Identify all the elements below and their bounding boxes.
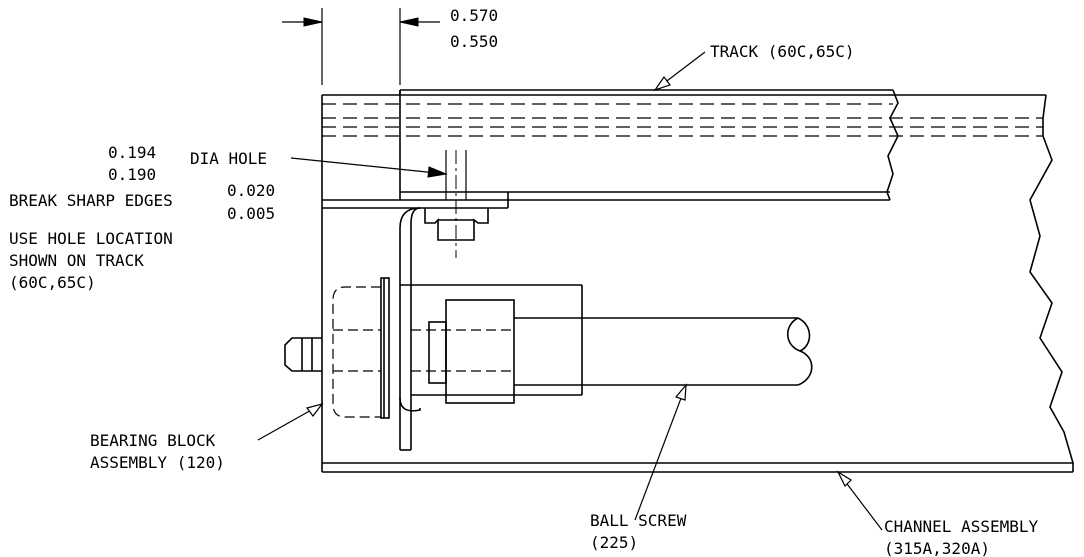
hole-location-line3: (60C,65C) xyxy=(9,273,96,292)
shaft-stub xyxy=(284,337,322,372)
hole-callout: 0.194 0.190 DIA HOLE xyxy=(108,143,448,184)
break-edges-lower: 0.005 xyxy=(227,204,275,223)
bearing-bracket xyxy=(380,207,583,451)
hole-diameter-lower: 0.190 xyxy=(108,165,156,184)
ball-screw-label-line2: (225) xyxy=(590,533,638,552)
dimension-upper-value: 0.570 xyxy=(450,6,498,25)
hole-diameter-upper: 0.194 xyxy=(108,143,156,162)
channel-outline xyxy=(321,89,1074,473)
arrow-head xyxy=(303,17,323,27)
bearing-block-hidden xyxy=(332,286,381,418)
track-callout: TRACK (60C,65C) xyxy=(653,42,855,92)
arrow-head xyxy=(427,166,448,178)
bearing-callout: BEARING BLOCK ASSEMBLY (120) xyxy=(90,402,324,472)
break-edges-upper: 0.020 xyxy=(227,181,275,200)
ball-screw xyxy=(514,317,813,386)
arrow-head xyxy=(674,383,687,401)
break-edges-label: BREAK SHARP EDGES xyxy=(9,191,173,210)
screw-nut xyxy=(411,299,515,404)
channel-label-line2: (315A,320A) xyxy=(884,539,990,557)
arrow-head xyxy=(836,470,852,488)
bearing-label-line1: BEARING BLOCK xyxy=(90,431,216,450)
hole-location-line1: USE HOLE LOCATION xyxy=(9,229,173,248)
arrow-head xyxy=(653,75,671,92)
bearing-label-line2: ASSEMBLY (120) xyxy=(90,453,225,472)
ball-screw-callout: BALL SCREW (225) xyxy=(590,383,687,552)
channel-callout: CHANNEL ASSEMBLY (315A,320A) xyxy=(836,470,1038,557)
arrow-head xyxy=(305,402,324,417)
dimension-lower-value: 0.550 xyxy=(450,32,498,51)
arrow-head xyxy=(399,17,419,27)
width-dimension: 0.570 0.550 xyxy=(282,6,498,85)
track-label: TRACK (60C,65C) xyxy=(710,42,855,61)
channel-label-line1: CHANNEL ASSEMBLY xyxy=(884,517,1038,536)
ball-screw-label-line1: BALL SCREW xyxy=(590,511,687,530)
hole-fastener xyxy=(424,150,489,258)
hole-location-line2: SHOWN ON TRACK xyxy=(9,251,144,270)
hole-label: DIA HOLE xyxy=(190,149,267,168)
break-edges-note: BREAK SHARP EDGES 0.020 0.005 xyxy=(9,181,275,223)
hole-location-note: USE HOLE LOCATION SHOWN ON TRACK (60C,65… xyxy=(9,229,173,292)
